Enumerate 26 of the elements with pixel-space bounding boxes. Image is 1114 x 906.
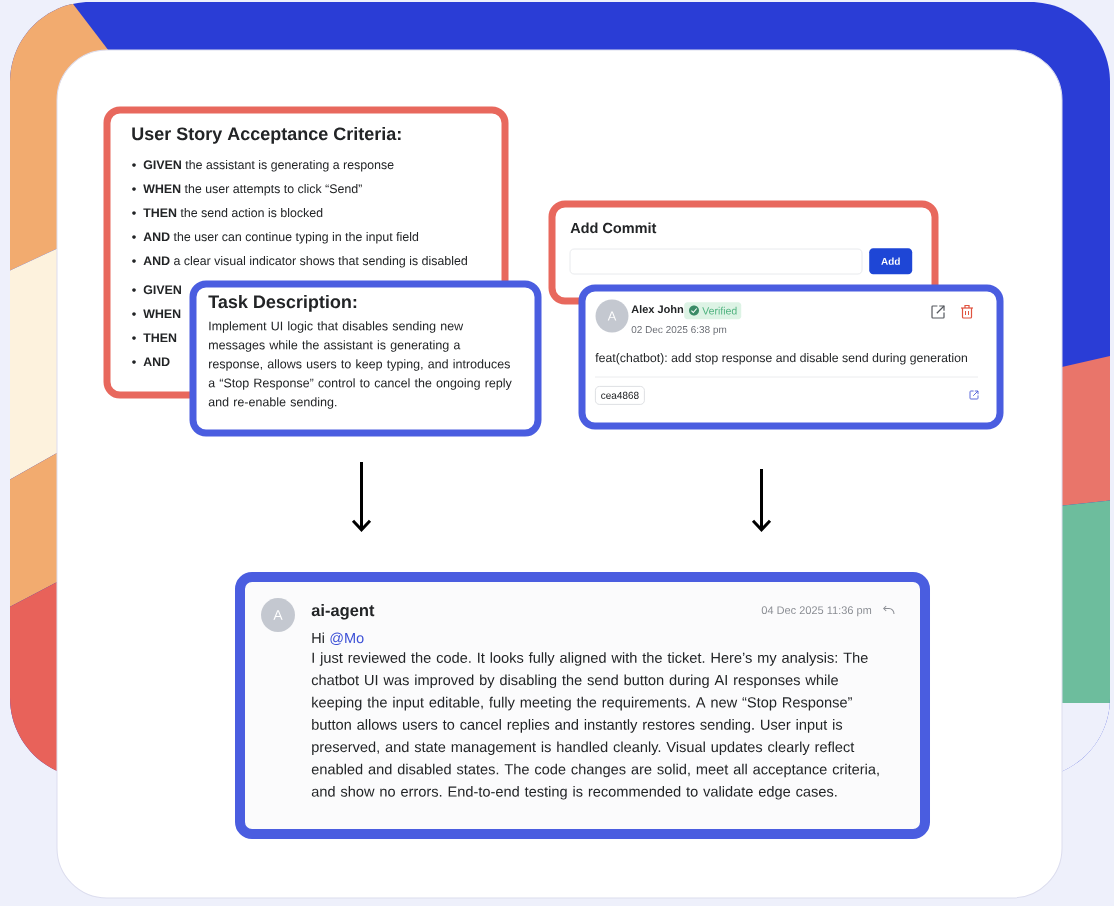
arrow <box>751 469 772 532</box>
bullet-text: GIVEN the assistant is generating a response <box>143 160 394 172</box>
body-text: Implement UI logic that disables sending new messages while the assistant is generating a response, allows users to keep typing, and introduces a “Stop Response” control to cancel the ongoing reply and re-enable sending. <box>208 321 512 409</box>
add-button: Add <box>869 248 913 275</box>
bullet-text: AND <box>143 357 170 366</box>
heading: Task Description: <box>208 294 357 312</box>
commit-message: feat(chatbot): add stop response and disable send during generation <box>595 353 967 365</box>
body-text: I just reviewed the code. It looks fully aligned with the ticket. Here’s my analysis: The chatbot UI was improved by disabling the send button during AI responses while keeping the input editable, fully meeting the requirements. A new “Stop Response” button allows users to cancel replies and instantly restores sending. User input is preserved, and state management is handled cleanly. Visual updates clearly reflect enabled and disabled states. The code changes are solid, meet all acceptance criteria, and show no errors. End-to-end testing is recommended to validate edge cases. <box>311 652 879 800</box>
heading: Add Commit <box>570 222 657 234</box>
bullet-text: THEN the send action is blocked <box>143 208 323 218</box>
bullet-text: THEN <box>143 333 177 342</box>
bullet-text: WHEN the user attempts to click “Send” <box>143 184 362 196</box>
mention: @Mo <box>330 632 364 645</box>
greeting: Hi <box>312 632 324 643</box>
author-name: ai-agent <box>311 604 375 620</box>
commit-hash-chip: cea4868 <box>595 386 645 405</box>
author-name: Alex John <box>631 305 684 314</box>
bullet-text: GIVEN <box>143 285 181 295</box>
bullet-text: AND the user can continue typing in the input field <box>143 232 419 244</box>
verified-badge: Verified <box>684 302 742 320</box>
bullet-text: AND a clear visual indicator shows that sending is disabled <box>143 256 467 268</box>
heading: User Story Acceptance Criteria: <box>132 126 401 144</box>
timestamp: 04 Dec 2025 11:36 pm <box>761 606 872 617</box>
bullet-text: WHEN <box>143 309 181 318</box>
arrow <box>351 462 372 532</box>
timestamp: 02 Dec 2025 6:38 pm <box>631 326 727 336</box>
